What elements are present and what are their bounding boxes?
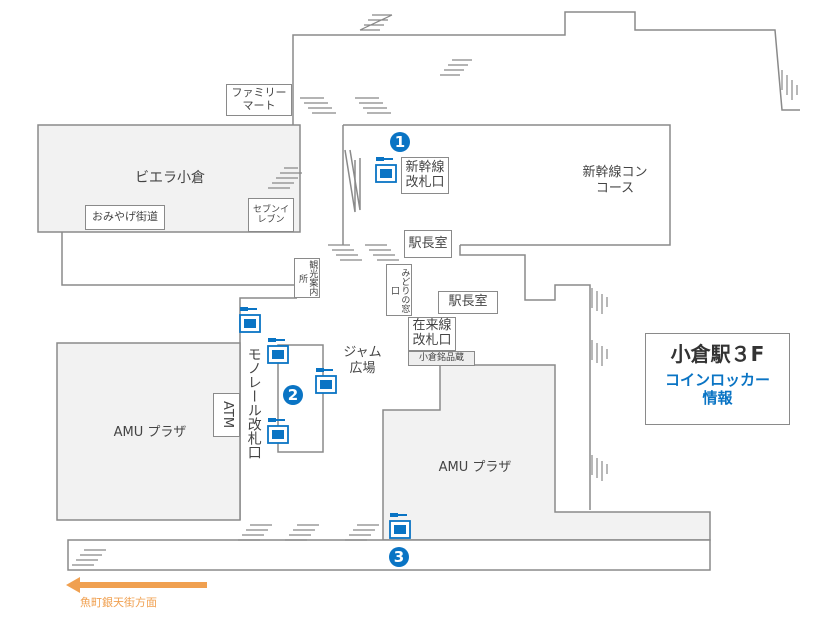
amu-plaza-left: AMU プラザ xyxy=(113,425,187,440)
zairai-gate: 在来線改札口 xyxy=(408,317,456,351)
atm: ATM xyxy=(213,393,240,437)
amu-plaza-right: AMU プラザ xyxy=(438,460,512,475)
locker-area-2-marker[interactable]: 2 xyxy=(283,385,303,405)
stationmaster-office-1: 駅長室 xyxy=(404,230,452,258)
biera-kokura-label: ビエラ小倉 xyxy=(135,170,205,186)
shinkansen-gate: 新幹線改札口 xyxy=(401,157,449,194)
monorail-gate-label: モノレール改札口 xyxy=(245,346,262,459)
direction-label: 魚町銀天街方面 xyxy=(80,596,157,609)
info-title: 情報 xyxy=(702,389,733,407)
stationmaster-office-2: 駅長室 xyxy=(438,291,498,314)
locker-area-3-marker[interactable]: 3 xyxy=(389,547,409,567)
shinkansen-concourse-label: 新幹線コンコース xyxy=(582,165,648,196)
midori-window: みどりの窓口 xyxy=(386,264,412,316)
kokura-meihin-gura: 小倉銘品蔵 xyxy=(408,351,475,366)
seven-eleven: セブンイレブン xyxy=(248,198,294,232)
info-title-box: 小倉駅３F コインロッカー 情報 xyxy=(645,333,790,425)
tourist-info: 観光案内所 xyxy=(294,258,320,298)
arrow-left-icon xyxy=(66,577,207,593)
coin-locker-title: コインロッカー xyxy=(664,371,770,389)
family-mart: ファミリーマート xyxy=(226,84,292,116)
locker-area-1-marker[interactable]: 1 xyxy=(390,132,410,152)
jam-plaza-label: ジャム広場 xyxy=(343,345,382,376)
floor-title: 小倉駅３F xyxy=(670,342,765,366)
omiyage-kaido: おみやげ街道 xyxy=(85,205,165,230)
